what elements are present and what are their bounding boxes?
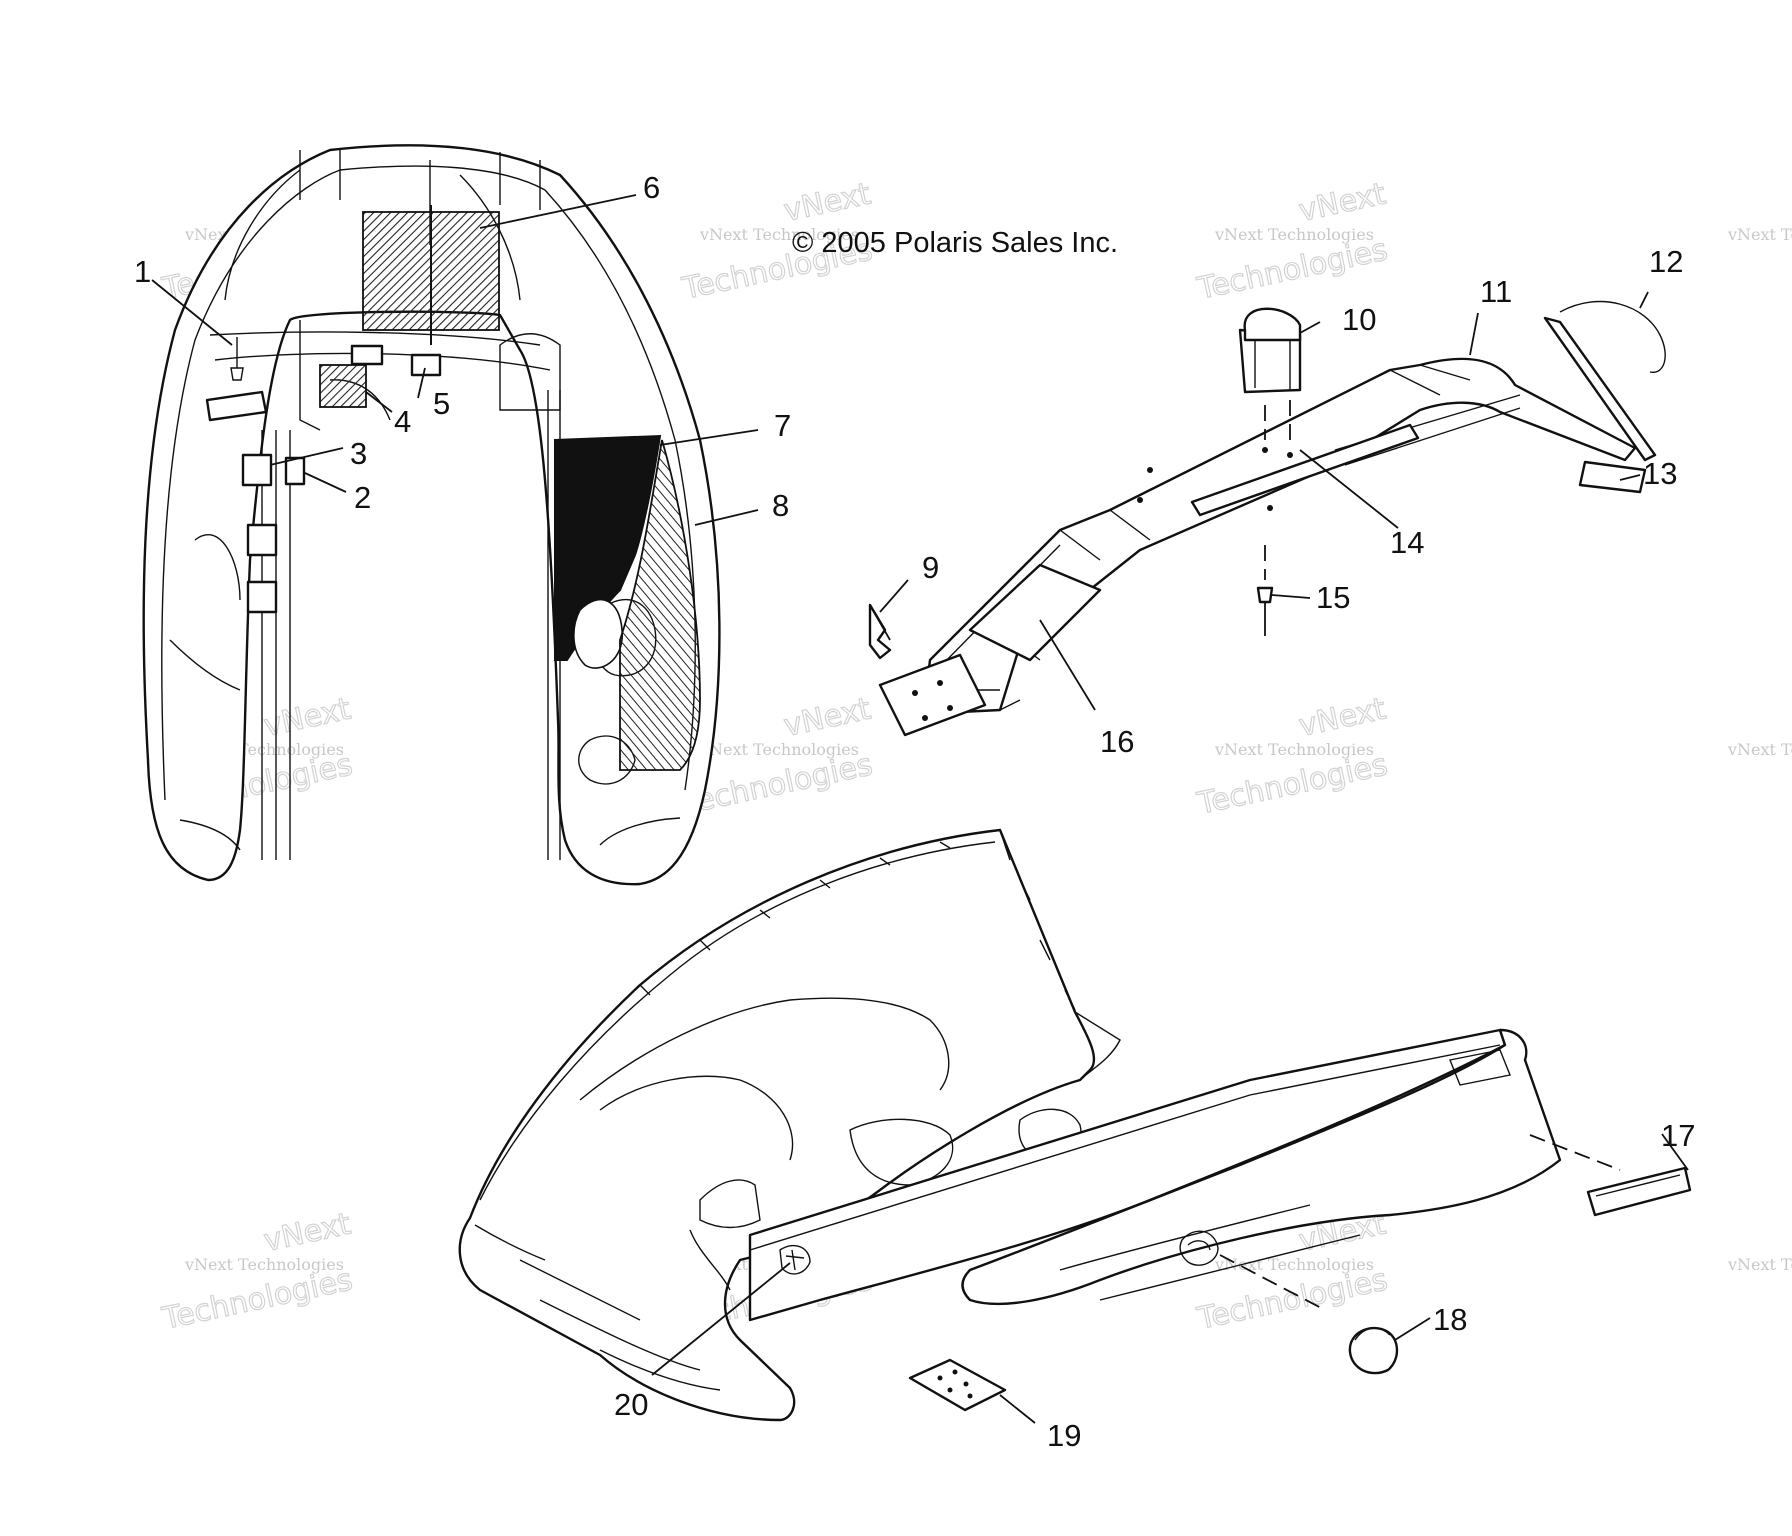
- callout-12: 12: [1649, 244, 1683, 279]
- callout-4: 4: [394, 404, 411, 439]
- belly-pan-assembly: [868, 300, 1666, 737]
- callout-labels: 1 2 3 4 5 6 7 8 9 10 11 12 13 14 15 16 1…: [134, 170, 1695, 1453]
- watermark-line1: vNext: [781, 176, 874, 229]
- part-8-insulation: [619, 439, 701, 771]
- watermark: vNext vNext Technologies Technologies: [158, 1206, 356, 1338]
- watermark-line2: vNext Technologies: [1214, 1255, 1374, 1274]
- part-18-grommet-hole: [1179, 1230, 1219, 1266]
- part-2-clip: [284, 456, 306, 486]
- leader-lines: [151, 194, 1689, 1424]
- watermark-line2: vNext Technologies: [699, 225, 859, 244]
- callout-1: 1: [134, 254, 151, 289]
- callout-13: 13: [1643, 456, 1677, 491]
- callout-14: 14: [1390, 525, 1424, 560]
- part-9-bracket: [878, 653, 987, 737]
- watermark: vNext vNext Technologies Technologies: [1193, 691, 1391, 823]
- part-19-plate: [908, 1358, 1007, 1412]
- part-4b-bracket: [350, 344, 384, 366]
- part-20-bolt: [779, 1244, 811, 1275]
- callout-9: 9: [922, 550, 939, 585]
- watermark-line2: vNext Technologies: [1214, 740, 1374, 759]
- watermark-line2: vNext Technologies: [1214, 225, 1374, 244]
- watermark: vNext Technologies: [1727, 1255, 1792, 1274]
- part-16-decal: [968, 563, 1102, 662]
- copyright-notice: © 2005 Polaris Sales Inc.: [792, 227, 1118, 259]
- nose-pan-side-view: [458, 828, 1692, 1422]
- watermark-line1: vNext: [261, 1206, 354, 1259]
- watermark-line1: vNext: [1296, 176, 1389, 229]
- part-3-clip: [241, 453, 273, 487]
- watermark: vNext vNext Technologies Technologies: [1193, 176, 1391, 308]
- watermark-line2: vNext Technologies: [1727, 740, 1792, 759]
- callout-11: 11: [1480, 274, 1512, 309]
- watermark-line2: vNext Technologies: [1727, 225, 1792, 244]
- callout-3: 3: [350, 436, 367, 471]
- watermark: vNext Technologies: [1727, 740, 1792, 759]
- watermark-line2: vNext Technologies: [1727, 1255, 1792, 1274]
- watermark-line1: vNext: [1296, 691, 1389, 744]
- part-5-bracket: [410, 353, 442, 377]
- part-hinge-plate: [205, 390, 268, 422]
- watermark: vNext Technologies: [1727, 225, 1792, 244]
- part-9-rivet: [868, 603, 892, 660]
- part-10-clip: [1238, 307, 1302, 394]
- hood-underside: [142, 144, 721, 886]
- watermark-line2: vNext Technologies: [699, 740, 859, 759]
- callout-8: 8: [772, 488, 789, 523]
- watermark-line2: vNext Technologies: [184, 1255, 344, 1274]
- callout-20: 20: [614, 1387, 648, 1422]
- part-18-plug: [1348, 1326, 1399, 1375]
- callout-18: 18: [1433, 1302, 1467, 1337]
- callout-7: 7: [774, 408, 791, 443]
- callout-5: 5: [433, 386, 450, 421]
- part-15-rivet: [1256, 586, 1274, 636]
- callout-16: 16: [1100, 724, 1134, 759]
- watermark-line1: vNext: [261, 691, 354, 744]
- callout-15: 15: [1316, 580, 1350, 615]
- part-17-reflector: [1586, 1166, 1692, 1217]
- part-4-pad: [319, 364, 367, 408]
- callout-6: 6: [643, 170, 660, 205]
- callout-17: 17: [1661, 1118, 1695, 1153]
- callout-10: 10: [1342, 302, 1376, 337]
- watermark-line1: vNext: [781, 691, 874, 744]
- part-12-trim: [1543, 300, 1666, 462]
- part-14-decal: [1190, 423, 1420, 517]
- part-13-decal: [1578, 460, 1647, 494]
- part-1-rivet: [230, 337, 244, 381]
- callout-19: 19: [1047, 1418, 1081, 1453]
- callout-2: 2: [354, 480, 371, 515]
